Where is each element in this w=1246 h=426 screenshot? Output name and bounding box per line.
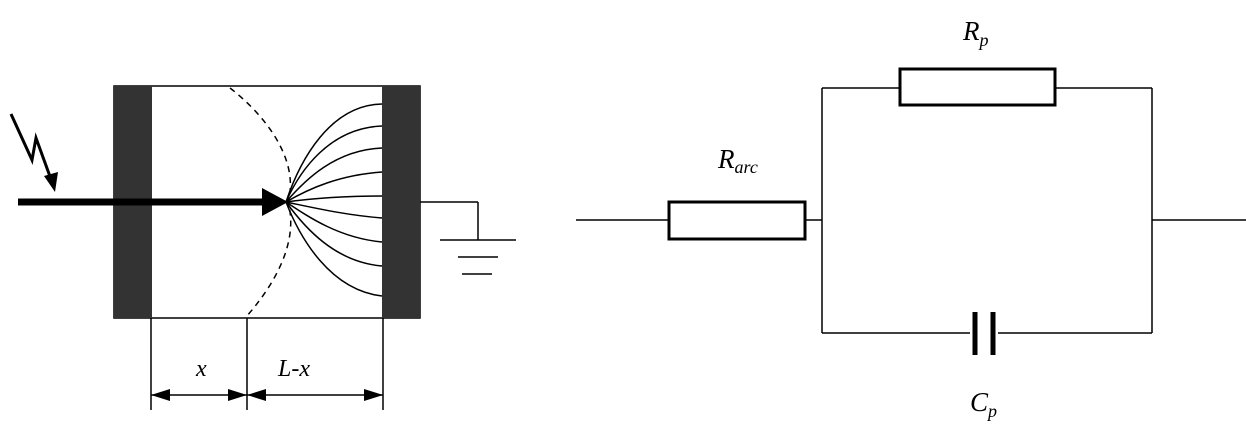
- field-lines: [285, 103, 383, 297]
- lightning-icon: [9, 113, 54, 183]
- discharge-figure: x L-x: [9, 85, 516, 410]
- c-p-label: Cp: [970, 387, 997, 421]
- ground-icon: [420, 201, 516, 275]
- dimension-arrowheads: [151, 389, 383, 401]
- dimension-lines: [150, 318, 384, 410]
- r-arc-label: Rarc: [717, 144, 758, 177]
- r-p-resistor: [898, 67, 1057, 107]
- r-arc-resistor: [667, 200, 807, 241]
- beam-arrowhead-icon: [262, 188, 288, 216]
- lightning-arrowhead-icon: [44, 172, 58, 192]
- dimension-lx-label: L-x: [277, 356, 310, 382]
- equivalent-circuit: [576, 67, 1246, 355]
- dimension-x-label: x: [195, 356, 207, 382]
- right-electrode: [382, 86, 420, 318]
- r-p-label: Rp: [962, 16, 989, 50]
